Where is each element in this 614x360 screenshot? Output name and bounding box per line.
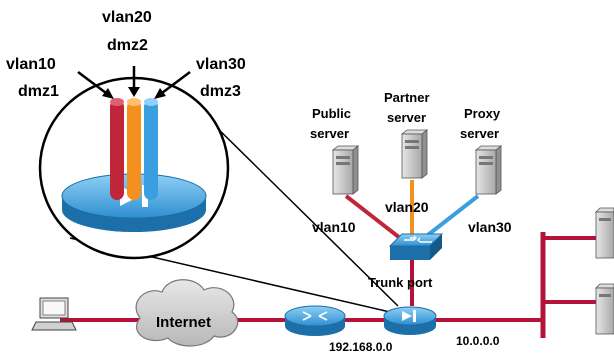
router-icon <box>284 305 346 336</box>
vlan10-link <box>344 194 402 240</box>
label-dmz2: dmz2 <box>107 37 148 54</box>
label-vlan30-zoom: vlan30 <box>196 56 246 73</box>
label-proxy-server-2: server <box>460 126 499 141</box>
label-vlan20-zoom: vlan20 <box>102 9 152 26</box>
lan-server-bottom-icon <box>595 283 614 335</box>
pc-icon <box>31 297 77 331</box>
label-public-server-1: Public <box>312 106 351 121</box>
zoom-arrows <box>77 66 191 99</box>
lan-server-top-icon <box>595 207 614 259</box>
label-dmz1: dmz1 <box>18 83 59 100</box>
label-network-192: 192.168.0.0 <box>329 340 393 354</box>
label-vlan30: vlan30 <box>468 219 512 235</box>
partner-server-icon <box>400 129 429 179</box>
label-trunk-port: Trunk port <box>368 275 433 290</box>
pipe-vlan10 <box>110 100 124 200</box>
internet-cloud-icon <box>135 279 239 347</box>
pipe-vlan20 <box>127 100 141 200</box>
label-vlan10: vlan10 <box>312 219 356 235</box>
public-server-icon <box>331 145 360 195</box>
label-partner-server-1: Partner <box>384 90 430 105</box>
network-links <box>60 180 600 338</box>
label-vlan20: vlan20 <box>385 199 429 215</box>
zoom-callout <box>38 76 230 260</box>
switch-icon <box>388 233 444 260</box>
zoom-line-top <box>205 116 399 307</box>
label-vlan10-zoom: vlan10 <box>6 56 56 73</box>
label-public-server-2: server <box>310 126 349 141</box>
firewall-icon <box>383 306 437 335</box>
label-partner-server-2: server <box>387 110 426 125</box>
label-proxy-server-1: Proxy <box>464 106 501 121</box>
pipe-vlan30 <box>144 100 158 200</box>
label-dmz3: dmz3 <box>200 83 241 100</box>
proxy-server-icon <box>474 145 503 195</box>
vlan30-link <box>422 194 480 240</box>
label-network-10: 10.0.0.0 <box>456 334 500 348</box>
label-internet: Internet <box>156 314 211 331</box>
